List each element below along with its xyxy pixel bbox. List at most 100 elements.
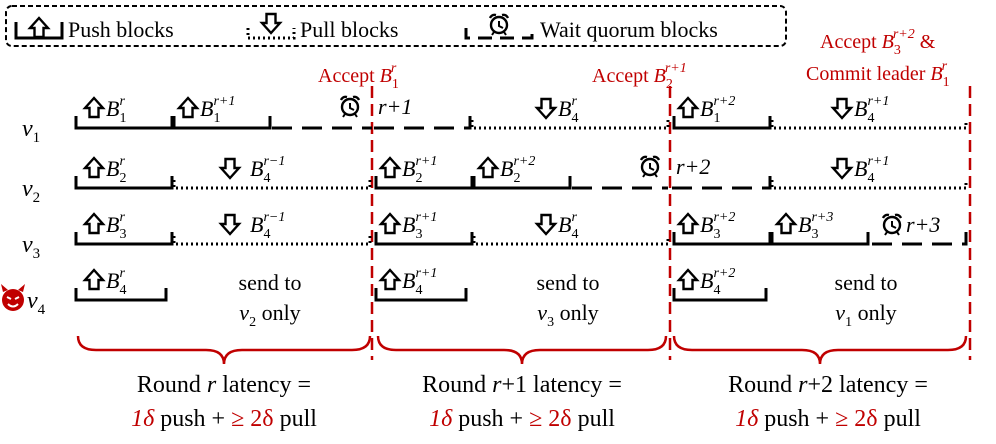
v2-pull-block-1: B4r−1 [250, 154, 285, 186]
v4-push-block-r: B4r [106, 266, 126, 298]
v2-pull-arrow-icon-2 [831, 157, 853, 180]
v2-push-arrow-icon [83, 156, 105, 179]
v2-pull-bracket-2 [770, 180, 968, 190]
v3-wait-label: r+3 [906, 212, 940, 237]
v4-push-bracket-2 [374, 288, 468, 302]
accept-label-2: Accept B2r+1 [592, 61, 687, 92]
v3-pull-bracket [172, 236, 372, 246]
v4-send-to-line2-b: v3 only [537, 300, 598, 330]
v1-push-bracket-2 [172, 116, 272, 130]
v4-push-bracket-3 [672, 288, 768, 302]
v3-push-block-r3: B3r+3 [798, 210, 833, 242]
v2-push-block-r2: B2r+2 [500, 154, 535, 186]
v3-push-arrow-icon [83, 212, 105, 235]
round-r-latency-line1: Round r latency = [137, 372, 311, 398]
v2-push-block-r1: B2r+1 [402, 154, 437, 186]
v1-push-arrow-icon-3 [677, 96, 699, 119]
v3-push-block-r2: B3r+2 [700, 210, 735, 242]
v3-push-block-r1: B3r+1 [402, 210, 437, 242]
v2-push-bracket [74, 176, 174, 190]
round-brace-r [76, 335, 372, 365]
legend-pull-label: Pull blocks [300, 17, 398, 42]
v3-alarm-icon [881, 213, 903, 237]
alarm-clock-icon [488, 13, 510, 37]
v1-pull-arrow-icon [535, 97, 557, 120]
v2-wait-line-2 [672, 176, 772, 190]
v3-push-arrow-icon-2 [379, 212, 401, 235]
v2-pull-arrow-icon [219, 157, 241, 180]
round-r1-latency-line1: Round r+1 latency = [422, 372, 622, 398]
row-v3: B3r B4r−1 B3r+1 B4r B3r+2 B3r+3 r+3 [74, 210, 968, 246]
v1-wait-line-2 [374, 116, 472, 130]
legend: Push blocks Pull blocks Wait quorum bloc… [5, 5, 787, 47]
row-v2: B2r B4r−1 B2r+1 B2r+2 r+2 B4r+1 [74, 154, 968, 190]
v2-pull-block-2: B4r+1 [854, 154, 889, 186]
v3-push-bracket-2 [374, 232, 474, 246]
row-v1: B1r B1r+1 r+1 B4r B1r+2 B4r+1 [74, 94, 968, 130]
v3-push-bracket-4 [770, 232, 870, 246]
validator-label-v4: v4 [27, 288, 46, 318]
v2-push-bracket-3 [472, 176, 572, 190]
v1-pull-arrow-icon-2 [831, 97, 853, 120]
v1-push-block-r: B1r [106, 94, 126, 126]
pull-bracket-icon [246, 28, 296, 40]
round-r-latency-line2: 1δ push + ≥ 2δ pull [131, 406, 317, 432]
accept-label-1: Accept B1r [318, 61, 399, 92]
row-v4: B4r send to v2 only B4r+1 send to v3 onl… [74, 266, 897, 330]
v2-push-block-r: B2r [106, 154, 126, 186]
validator-label-v3: v3 [22, 232, 40, 262]
v4-send-to-line2-a: v2 only [239, 300, 300, 330]
v4-push-block-r1: B4r+1 [402, 266, 437, 298]
v4-send-to-line2-c: v1 only [835, 300, 896, 330]
v3-push-bracket-3 [672, 232, 772, 246]
round-r2-latency-line1: Round r+2 latency = [728, 372, 928, 398]
round-brace-r2 [672, 335, 968, 365]
legend-push-label: Push blocks [68, 17, 174, 42]
v2-push-bracket-2 [374, 176, 474, 190]
v1-pull-bracket [470, 120, 670, 130]
v3-push-arrow-icon-4 [775, 212, 797, 235]
commit-leader-label: Commit leader B1r [806, 59, 950, 90]
validator-label-v2: v2 [22, 176, 40, 206]
push-arrow-icon [28, 16, 50, 39]
round-captions: Round r latency = 1δ push + ≥ 2δ pull Ro… [131, 372, 928, 432]
round-braces [76, 335, 968, 365]
v1-pull-block-1: B4r [558, 94, 578, 126]
accept-label-3: Accept B3r+2 & [820, 27, 936, 58]
round-r1-latency-line2: 1δ push + ≥ 2δ pull [429, 406, 615, 432]
round-r2-latency-line2: 1δ push + ≥ 2δ pull [735, 406, 921, 432]
v1-pull-bracket-2 [770, 120, 968, 130]
v1-push-arrow-icon-2 [177, 96, 199, 119]
v1-push-arrow-icon [83, 96, 105, 119]
v1-pull-block-2: B4r+1 [854, 94, 889, 126]
v4-push-arrow-icon [83, 268, 105, 291]
v4-push-arrow-icon-3 [677, 268, 699, 291]
v1-wait-label: r+1 [378, 94, 412, 119]
v1-alarm-icon [339, 95, 361, 119]
v3-pull-arrow-icon-2 [535, 213, 557, 236]
push-bracket-icon [14, 22, 64, 40]
v3-pull-arrow-icon [219, 213, 241, 236]
pull-arrow-icon [260, 12, 282, 35]
v3-push-block-r: B3r [106, 210, 126, 242]
round-boundaries [370, 86, 972, 360]
v1-push-bracket-3 [672, 116, 772, 130]
legend-frame [5, 5, 787, 47]
v2-wait-label: r+2 [676, 154, 710, 179]
v3-pull-block-2: B4r [558, 210, 578, 242]
round-brace-r1 [376, 335, 668, 365]
devil-icon [1, 284, 25, 311]
v3-pull-bracket-2 [472, 236, 670, 246]
v1-push-block-r2: B1r+2 [700, 94, 735, 126]
v3-push-arrow-icon-3 [677, 212, 699, 235]
legend-push-item: Push blocks [14, 16, 174, 42]
v4-send-to-line1-b: send to [537, 270, 600, 295]
validator-labels: v1 v2 v3 v4 [1, 116, 46, 318]
v2-alarm-icon [639, 155, 661, 179]
wait-bracket-icon [464, 28, 534, 40]
validator-label-v1: v1 [22, 116, 40, 146]
v1-push-bracket [74, 116, 174, 130]
legend-pull-item: Pull blocks [246, 12, 398, 42]
v2-push-arrow-icon-3 [477, 156, 499, 179]
